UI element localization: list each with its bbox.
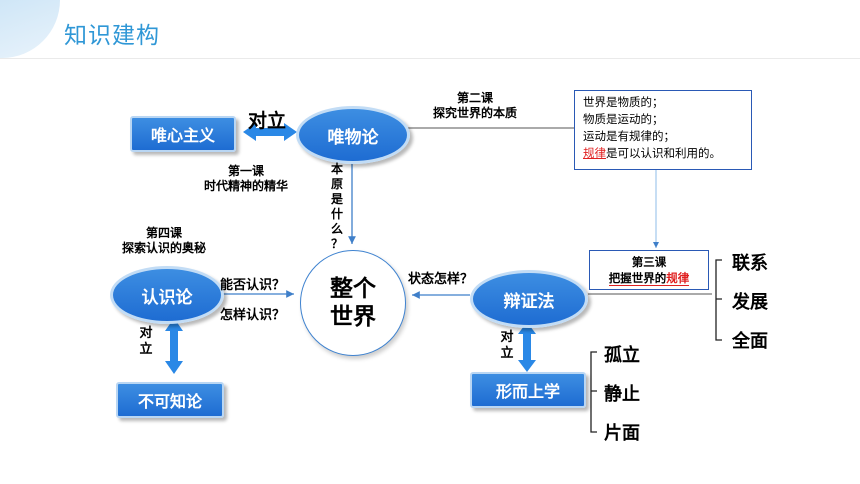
label-lesson1: 第一课 时代精神的精华 xyxy=(203,164,288,193)
feature-comprehensive: 全面 xyxy=(732,331,768,352)
label-how-know: 怎样认识？ xyxy=(220,308,286,323)
bracket-metaphysics xyxy=(590,351,597,433)
label-lesson2: 第二课 探究世界的本质 xyxy=(432,91,517,120)
node-idealism: 唯心主义 xyxy=(130,116,236,152)
feature-development: 发展 xyxy=(732,292,768,313)
feature-one-sided: 片面 xyxy=(604,423,640,444)
label-opposition-right: 对 立 xyxy=(500,330,514,361)
header-divider xyxy=(0,58,860,59)
label-lesson4: 第四课 探索认识的奥秘 xyxy=(121,226,206,255)
label-opposition-top: 对立 xyxy=(248,110,287,132)
label-lesson3: 第三课 把握世界的规律 xyxy=(589,250,709,290)
bracket-dialectics xyxy=(715,259,722,341)
node-metaphysics: 形而上学 xyxy=(470,372,586,408)
world-line1: 整个 xyxy=(330,276,376,302)
node-whole-world: 整个 世界 xyxy=(300,250,406,356)
opposition-arrow-right xyxy=(518,322,536,372)
node-epistemology: 认识论 xyxy=(110,266,224,324)
info-box-materialism: 世界是物质的； 物质是运动的； 运动是有规律的； 规律是可以认识和利用的。 xyxy=(574,90,752,170)
label-opposition-left: 对 立 xyxy=(139,326,153,357)
label-origin-question: 本 原 是 什 么 ？ xyxy=(330,162,343,251)
node-dialectics: 辩证法 xyxy=(470,270,588,328)
page-title: 知识建构 xyxy=(64,23,160,49)
node-materialism: 唯物论 xyxy=(296,106,410,164)
node-agnosticism: 不可知论 xyxy=(116,382,224,418)
feature-connection: 联系 xyxy=(732,253,768,274)
feature-isolated: 孤立 xyxy=(604,345,640,366)
label-can-know: 能否认识？ xyxy=(220,278,286,293)
opposition-arrow-left xyxy=(165,318,183,374)
label-state: 状态怎样？ xyxy=(408,272,474,287)
world-line2: 世界 xyxy=(330,304,376,330)
feature-static: 静止 xyxy=(604,384,640,405)
opposition-arrow-top xyxy=(243,123,297,141)
